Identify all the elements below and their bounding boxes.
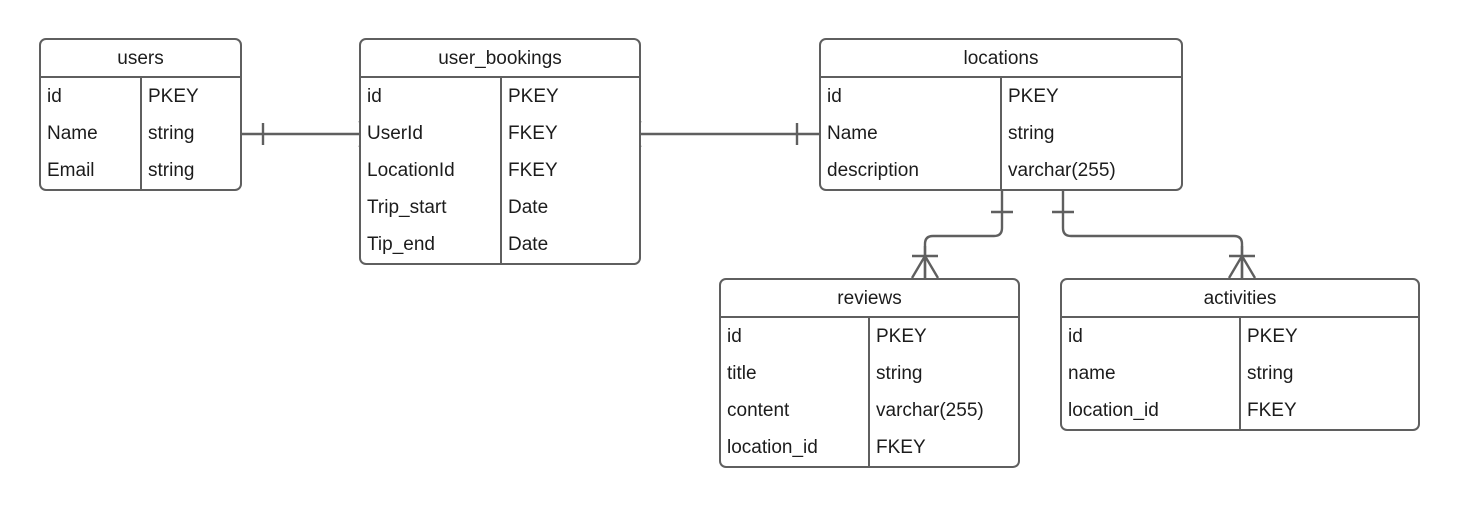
attribute-name: id (727, 326, 742, 347)
attribute-name: content (727, 400, 790, 421)
attribute-name: id (47, 86, 62, 107)
attribute-type: varchar(255) (1000, 152, 1181, 189)
attribute-row[interactable]: Name string (41, 115, 240, 152)
relationship-line (923, 191, 1004, 278)
attribute-row[interactable]: id PKEY (41, 78, 240, 115)
attribute-type: string (140, 152, 240, 189)
attribute-name: title (727, 363, 757, 384)
entity-attributes-locations: id PKEY Name string description varchar(255) (821, 78, 1181, 189)
relationship-line (1061, 191, 1244, 278)
attribute-name: location_id (1068, 400, 1159, 421)
attribute-row[interactable]: location_id FKEY (721, 429, 1018, 466)
attribute-row[interactable]: Name string (821, 115, 1181, 152)
attribute-name: Name (47, 123, 98, 144)
attribute-row[interactable]: content varchar(255) (721, 392, 1018, 429)
entity-title-reviews: reviews (721, 280, 1018, 318)
attribute-type: PKEY (1000, 78, 1181, 115)
entity-title-users: users (41, 40, 240, 78)
attribute-name: Name (827, 123, 878, 144)
attribute-row[interactable]: description varchar(255) (821, 152, 1181, 189)
attribute-name: location_id (727, 437, 818, 458)
attribute-row[interactable]: id PKEY (361, 78, 639, 115)
attribute-row[interactable]: location_id FKEY (1062, 392, 1418, 429)
attribute-type: PKEY (1239, 318, 1418, 355)
attribute-type: string (140, 115, 240, 152)
attribute-name: Trip_start (367, 197, 447, 218)
attribute-row[interactable]: Tip_end Date (361, 226, 639, 263)
attribute-type: FKEY (500, 152, 639, 189)
entity-title-activities: activities (1062, 280, 1418, 318)
attribute-row[interactable]: Trip_start Date (361, 189, 639, 226)
entity-title-locations: locations (821, 40, 1181, 78)
attribute-row[interactable]: id PKEY (1062, 318, 1418, 355)
attribute-type: varchar(255) (868, 392, 1018, 429)
relationship-locations-to-activities (1052, 191, 1257, 279)
entity-attributes-activities: id PKEY name string location_id FKEY (1062, 318, 1418, 429)
attribute-type: string (1239, 355, 1418, 392)
attribute-name: UserId (367, 123, 423, 144)
entity-reviews[interactable]: reviews id PKEY title string content varchar(2… (719, 278, 1020, 468)
relationship-locations-to-reviews (910, 191, 1013, 279)
attribute-name: Tip_end (367, 234, 435, 255)
entity-activities[interactable]: activities id PKEY name string location_id FKE… (1060, 278, 1420, 431)
many-legs (1227, 246, 1257, 279)
attribute-name: name (1068, 363, 1116, 384)
attribute-row[interactable]: title string (721, 355, 1018, 392)
entity-title-user_bookings: user_bookings (361, 40, 639, 78)
attribute-name: LocationId (367, 160, 455, 181)
cardinality-many-marker (1227, 246, 1257, 279)
attribute-type: FKEY (868, 429, 1018, 466)
attribute-type: string (1000, 115, 1181, 152)
attribute-row[interactable]: id PKEY (821, 78, 1181, 115)
attribute-type: Date (500, 189, 639, 226)
attribute-name: id (827, 86, 842, 107)
attribute-row[interactable]: Email string (41, 152, 240, 189)
attribute-type: PKEY (140, 78, 240, 115)
attribute-type: string (868, 355, 1018, 392)
attribute-type: PKEY (500, 78, 639, 115)
cardinality-many-marker (910, 246, 940, 279)
attribute-row[interactable]: id PKEY (721, 318, 1018, 355)
attribute-name: Email (47, 160, 95, 181)
attribute-type: PKEY (868, 318, 1018, 355)
many-legs (910, 246, 940, 279)
attribute-name: id (367, 86, 382, 107)
attribute-row[interactable]: UserId FKEY (361, 115, 639, 152)
attribute-type: Date (500, 226, 639, 263)
attribute-name: id (1068, 326, 1083, 347)
attribute-name: description (827, 160, 919, 181)
attribute-type: FKEY (500, 115, 639, 152)
attribute-row[interactable]: name string (1062, 355, 1418, 392)
entity-locations[interactable]: locations id PKEY Name string description varc… (819, 38, 1183, 191)
attribute-type: FKEY (1239, 392, 1418, 429)
attribute-row[interactable]: LocationId FKEY (361, 152, 639, 189)
